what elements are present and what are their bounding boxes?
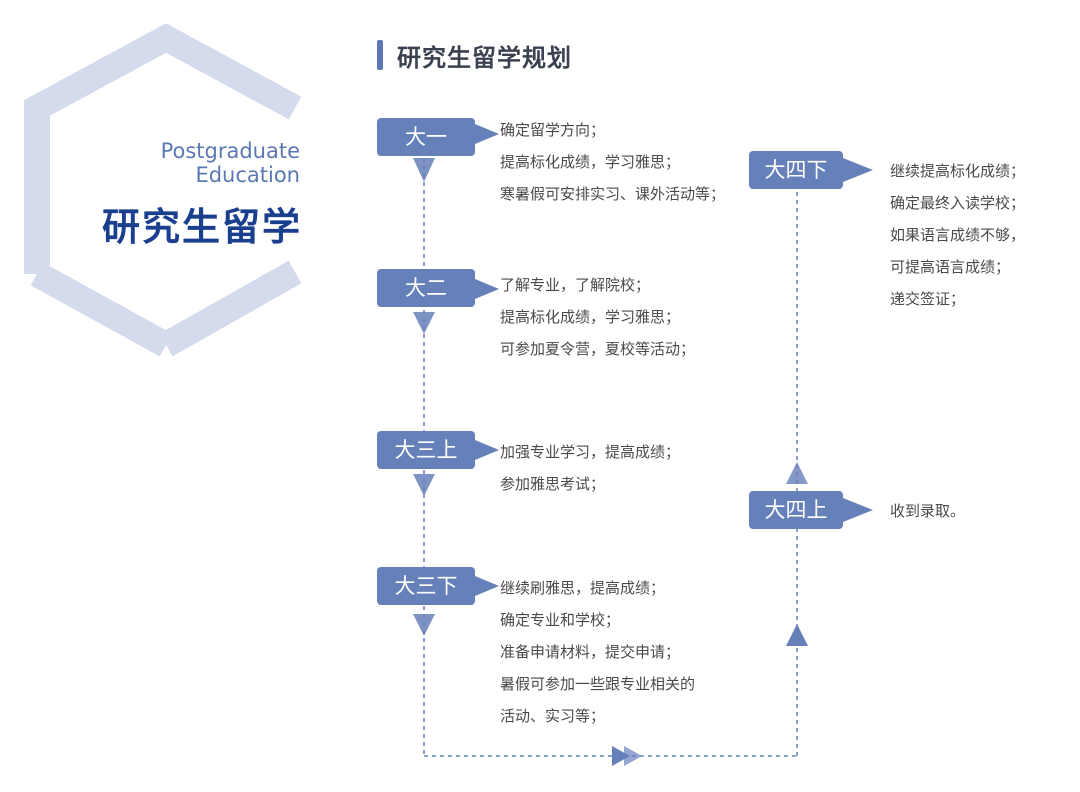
desc-line: 提高标化成绩，学习雅思； bbox=[500, 308, 681, 326]
desc-line: 了解专业，了解院校； bbox=[500, 276, 651, 294]
hexagon-frame bbox=[24, 23, 302, 357]
desc-line: 确定留学方向； bbox=[500, 121, 606, 139]
right-arrow-icon bbox=[612, 746, 642, 766]
desc-line: 提高标化成绩，学习雅思； bbox=[500, 153, 681, 171]
down-arrow-icon bbox=[413, 158, 435, 636]
stage-tag-y4a: 大四上 bbox=[749, 491, 843, 529]
english-title-line1: Postgraduate bbox=[160, 139, 300, 163]
desc-line: 参加雅思考试； bbox=[500, 475, 606, 493]
desc-line: 加强专业学习，提高成绩； bbox=[500, 443, 681, 461]
desc-line: 准备申请材料，提交申请； bbox=[500, 643, 681, 661]
chinese-title: 研究生留学 bbox=[101, 205, 302, 249]
stage-tag-y2: 大二 bbox=[377, 269, 475, 307]
english-title-line2: Education bbox=[195, 163, 300, 187]
stage-desc-y4a: 收到录取。 bbox=[890, 495, 965, 527]
desc-line: 确定专业和学校； bbox=[500, 611, 621, 629]
stage-tag-y3a: 大三上 bbox=[377, 431, 475, 469]
desc-line: 暑假可参加一些跟专业相关的 bbox=[500, 675, 696, 693]
up-arrow-icon bbox=[786, 462, 808, 646]
tag-pointer-icon bbox=[475, 124, 873, 596]
stage-tag-y1: 大一 bbox=[377, 118, 475, 156]
desc-line: 可提高语言成绩； bbox=[890, 258, 1011, 276]
stage-desc-y3b: 继续刷雅思，提高成绩； 确定专业和学校； 准备申请材料，提交申请； 暑假可参加一… bbox=[500, 572, 695, 732]
stage-desc-y4b: 继续提高标化成绩； 确定最终入读学校； 如果语言成绩不够， 可提高语言成绩； 递… bbox=[890, 155, 1025, 315]
stage-tag-y4b: 大四下 bbox=[749, 151, 843, 189]
desc-line: 寒暑假可安排实习、课外活动等； bbox=[500, 185, 726, 203]
desc-line: 收到录取。 bbox=[890, 502, 966, 520]
title-accent-bar bbox=[377, 40, 383, 70]
desc-line: 确定最终入读学校； bbox=[890, 194, 1026, 212]
desc-line: 继续刷雅思，提高成绩； bbox=[500, 579, 666, 597]
desc-line: 继续提高标化成绩； bbox=[890, 162, 1026, 180]
page-title: 研究生留学规划 bbox=[397, 44, 572, 72]
stage-desc-y2: 了解专业，了解院校； 提高标化成绩，学习雅思； 可参加夏令营，夏校等活动； bbox=[500, 269, 695, 365]
stage-desc-y1: 确定留学方向； 提高标化成绩，学习雅思； 寒暑假可安排实习、课外活动等； bbox=[500, 114, 725, 210]
desc-line: 递交签证； bbox=[890, 290, 966, 308]
desc-line: 活动、实习等； bbox=[500, 707, 606, 725]
stage-desc-y3a: 加强专业学习，提高成绩； 参加雅思考试； bbox=[500, 436, 680, 500]
desc-line: 可参加夏令营，夏校等活动； bbox=[500, 340, 696, 358]
stage-tag-y3b: 大三下 bbox=[377, 567, 475, 605]
desc-line: 如果语言成绩不够， bbox=[890, 226, 1026, 244]
